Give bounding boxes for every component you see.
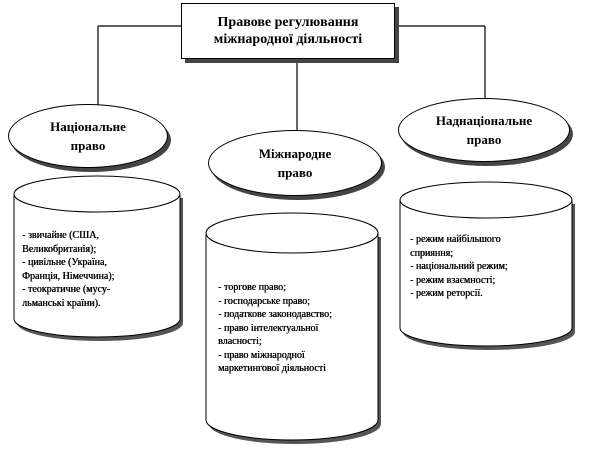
list-item: маркетингової діяльності [218, 363, 326, 374]
international-law-cylinder [205, 212, 381, 444]
national-law-title-line-2: право [70, 138, 106, 153]
list-item: - цивільне (Україна, [22, 257, 107, 268]
list-item: - податкове законодавство; [218, 309, 332, 320]
international-law-ellipse: Міжнародне право [208, 130, 382, 196]
list-item: - національний режим; [410, 261, 508, 272]
international-law-title-line-2: право [277, 165, 313, 180]
title-line-2: міжнародної діяльності [213, 32, 363, 47]
list-item: - право міжнародної [218, 349, 305, 361]
supranational-law-title-line-2: право [466, 132, 502, 147]
supranational-law-cylinder [399, 181, 575, 350]
national-law-list: - звичайне (США, Великобританія); - циві… [22, 229, 168, 310]
international-law-list: - торгове право; - господарське право; -… [218, 281, 378, 376]
supranational-law-title-line-1: Наднаціональне [435, 113, 533, 128]
list-item: - право інтелектуальної [218, 322, 319, 334]
list-item: - режим реторсії. [410, 288, 483, 299]
list-item: Франція, Німеччина); [22, 270, 115, 282]
national-law-title-line-1: Національне [50, 119, 126, 134]
list-item: власності; [218, 336, 262, 347]
list-item: - режим найбільшого [410, 234, 501, 245]
national-law-cylinder [13, 175, 183, 341]
list-item: Великобританія); [22, 243, 97, 255]
national-law-ellipse: Національне право [8, 104, 168, 168]
title-line-1: Правове регулювання [217, 15, 359, 30]
supranational-law-list: - режим найбільшого сприяння; - націонал… [410, 233, 568, 301]
title-box: Правове регулювання міжнародної діяльнос… [181, 3, 395, 59]
list-item: - господарське право; [218, 295, 310, 307]
list-item: - торгове право; [218, 282, 286, 293]
international-law-title-line-1: Міжнародне [258, 146, 332, 161]
list-item: - звичайне (США, [22, 230, 99, 241]
list-item: - теократичне (мусу- [22, 284, 111, 295]
supranational-law-ellipse: Наднаціональне право [398, 98, 570, 162]
list-item: сприяння; [410, 247, 453, 259]
list-item: льманські країни). [22, 297, 101, 309]
list-item: - режим взаємності; [410, 274, 496, 286]
